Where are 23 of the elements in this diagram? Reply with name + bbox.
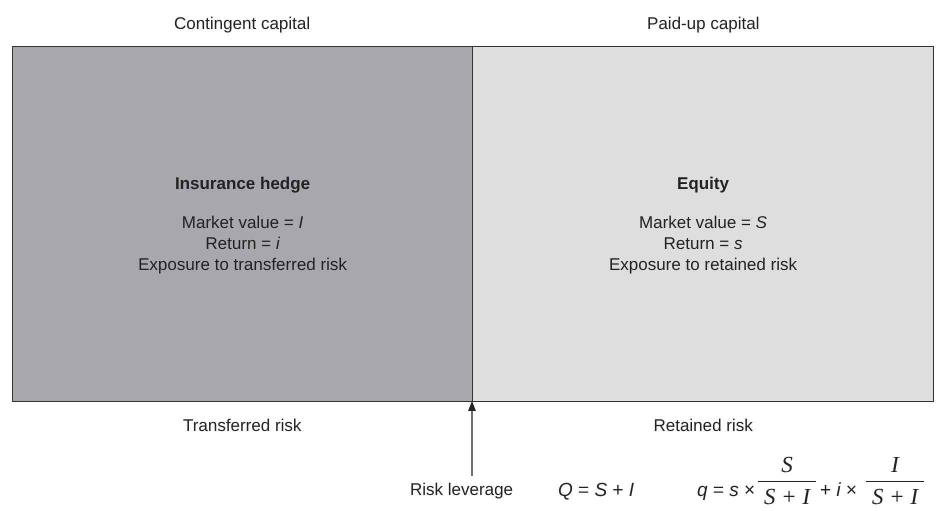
panel-text: Market value = S (638, 212, 768, 233)
callout-label: Risk leverage (410, 480, 513, 500)
formula-term: S + I (762, 484, 812, 510)
bottom-label: Transferred risk (183, 416, 302, 436)
formula-term: I (890, 452, 901, 478)
panel-text: Exposure to retained risk (608, 254, 798, 275)
formula-term: S + I (870, 484, 920, 510)
panel-heading: Equity (677, 173, 729, 194)
panel-text: Market value = I (182, 212, 304, 233)
capital-panel (472, 46, 934, 402)
capital-panel (12, 46, 473, 402)
panel-text: Return = i (205, 233, 280, 254)
leader-line (468, 401, 476, 476)
top-label: Contingent capital (174, 14, 310, 34)
formula: Q = S + I (558, 480, 634, 502)
formula: + i × (820, 480, 857, 502)
panel-text: Exposure to transferred risk (138, 254, 347, 275)
top-label: Paid-up capital (647, 14, 760, 34)
bottom-label: Retained risk (654, 416, 753, 436)
formula-term: S (780, 452, 794, 478)
formula: q = s × (697, 480, 756, 502)
panel-heading: Insurance hedge (174, 173, 310, 194)
panel-text: Return = s (664, 233, 742, 254)
